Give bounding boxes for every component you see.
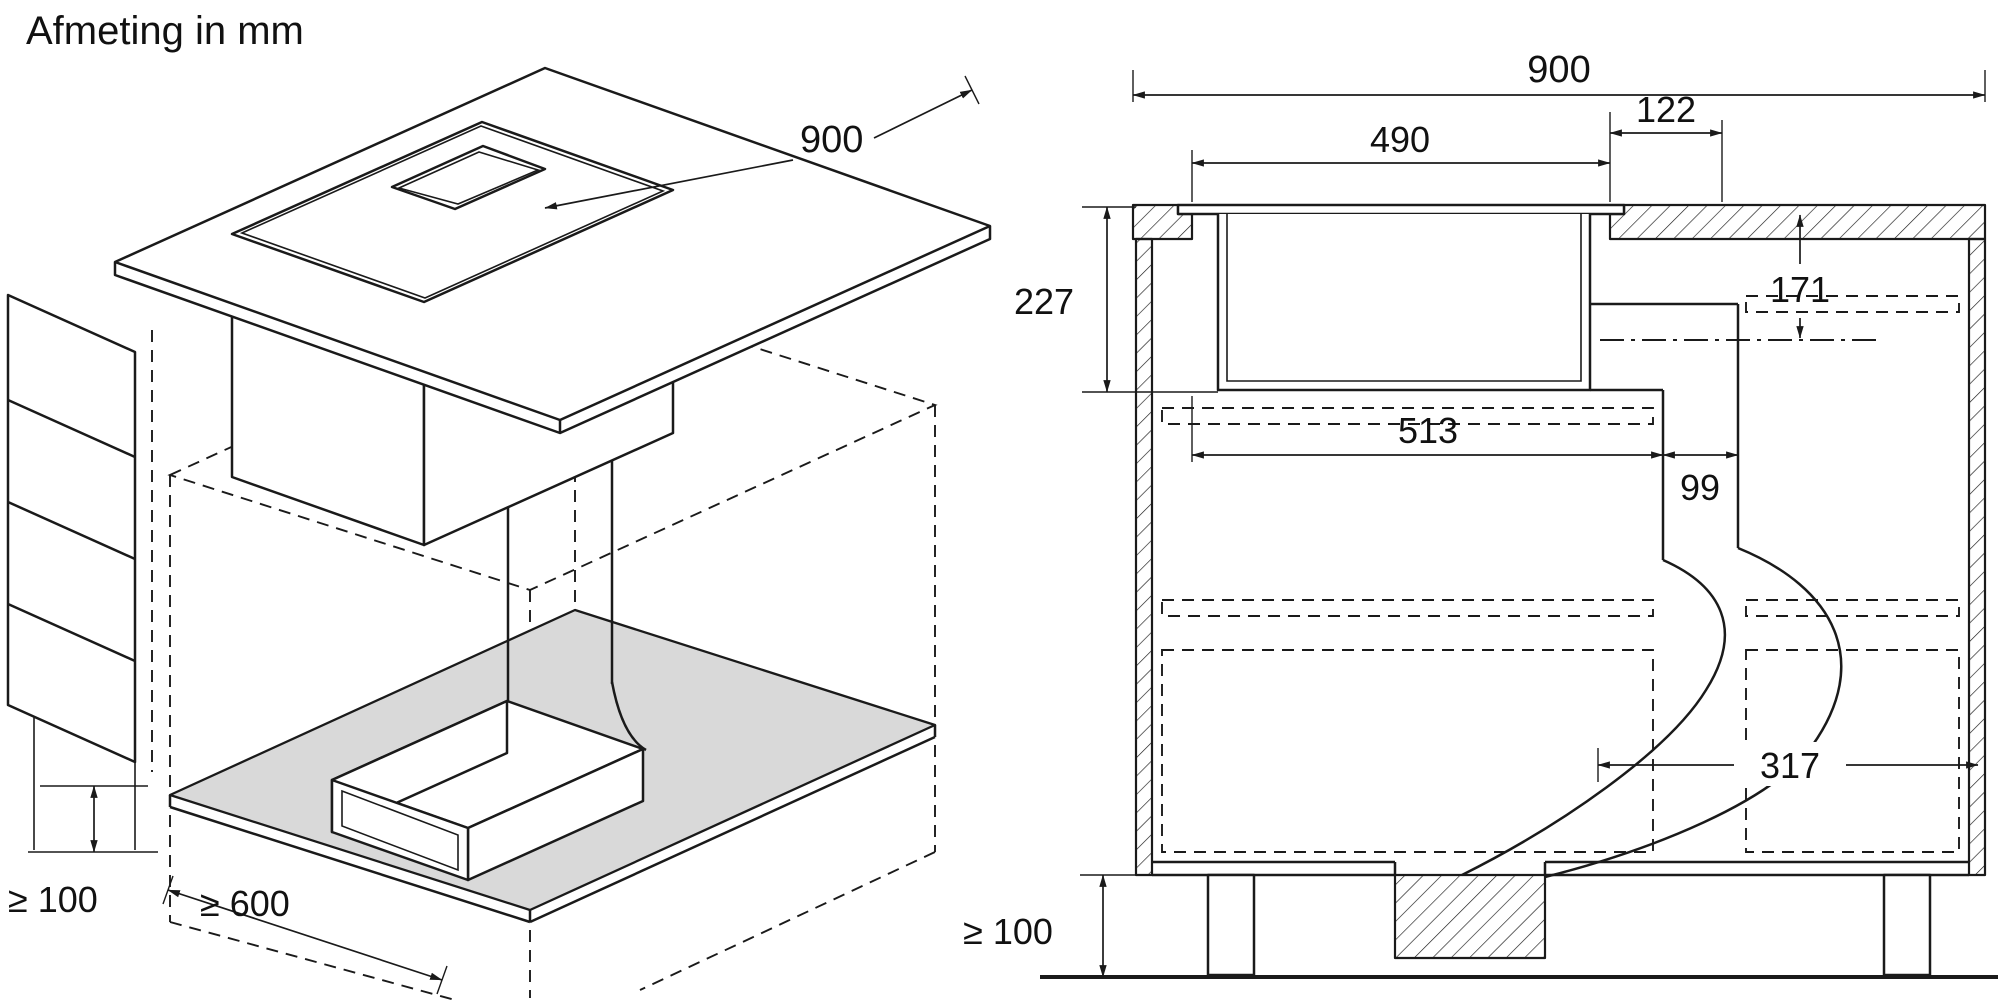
blower-box xyxy=(1393,873,1547,960)
exhaust-duct-vertical xyxy=(506,455,614,705)
worktop-isometric xyxy=(113,66,992,435)
dim-min100-left: ≥ 100 xyxy=(8,785,158,920)
dim-122: 122 xyxy=(1609,89,1723,202)
hob-cutout xyxy=(230,120,675,304)
dim-min100-right-label: ≥ 100 xyxy=(963,911,1053,952)
section-view: 900 122 490 227 171 xyxy=(963,49,1998,979)
vent-slot xyxy=(390,144,547,211)
dim-min100-left-label: ≥ 100 xyxy=(8,879,98,920)
dim-317-mask xyxy=(1734,742,1846,786)
duct-elbow xyxy=(610,681,647,752)
cabinet-bottom xyxy=(1152,860,1969,877)
cabinet-wall-left xyxy=(1134,237,1154,877)
drawer-unit xyxy=(6,293,137,850)
isometric-view: 900 ≥ 100 ≥ 600 xyxy=(6,66,992,1000)
flat-duct xyxy=(330,681,647,882)
dim-227: 227 xyxy=(1014,206,1218,393)
duct-bend xyxy=(1461,546,1843,879)
section-worktop-right xyxy=(1608,203,1987,241)
dim-900-right: 900 xyxy=(1132,49,1986,102)
dim-122-label: 122 xyxy=(1636,89,1696,130)
dim-317-label: 317 xyxy=(1760,745,1820,786)
dim-900-right-label: 900 xyxy=(1527,49,1590,91)
dim-900-left-label: 900 xyxy=(800,119,863,161)
dim-513-label: 513 xyxy=(1398,410,1458,451)
dim-99-label: 99 xyxy=(1680,467,1720,508)
dim-513: 513 xyxy=(1191,396,1664,462)
dim-171-label: 171 xyxy=(1770,269,1830,310)
cabinet-foot-left xyxy=(1206,873,1256,977)
dim-171: 171 xyxy=(1770,214,1830,339)
dim-900-left: 900 xyxy=(544,75,980,210)
hob-glass xyxy=(1176,203,1626,216)
dim-99: 99 xyxy=(1662,451,1739,508)
cabinet-foot-right xyxy=(1882,873,1932,977)
dim-490: 490 xyxy=(1191,119,1611,202)
cabinet-wall-right xyxy=(1967,237,1987,877)
dim-227-label: 227 xyxy=(1014,281,1074,322)
hob-tub xyxy=(1216,214,1592,392)
page-title: Afmeting in mm xyxy=(26,9,304,53)
duct-walls xyxy=(1590,302,1740,560)
dim-490-label: 490 xyxy=(1370,119,1430,160)
dim-317: 317 xyxy=(1597,742,1979,786)
dim-min600-left-label: ≥ 600 xyxy=(200,883,290,924)
dim-min600-left: ≥ 600 xyxy=(162,875,448,995)
dim-min100-right: ≥ 100 xyxy=(963,874,1150,978)
